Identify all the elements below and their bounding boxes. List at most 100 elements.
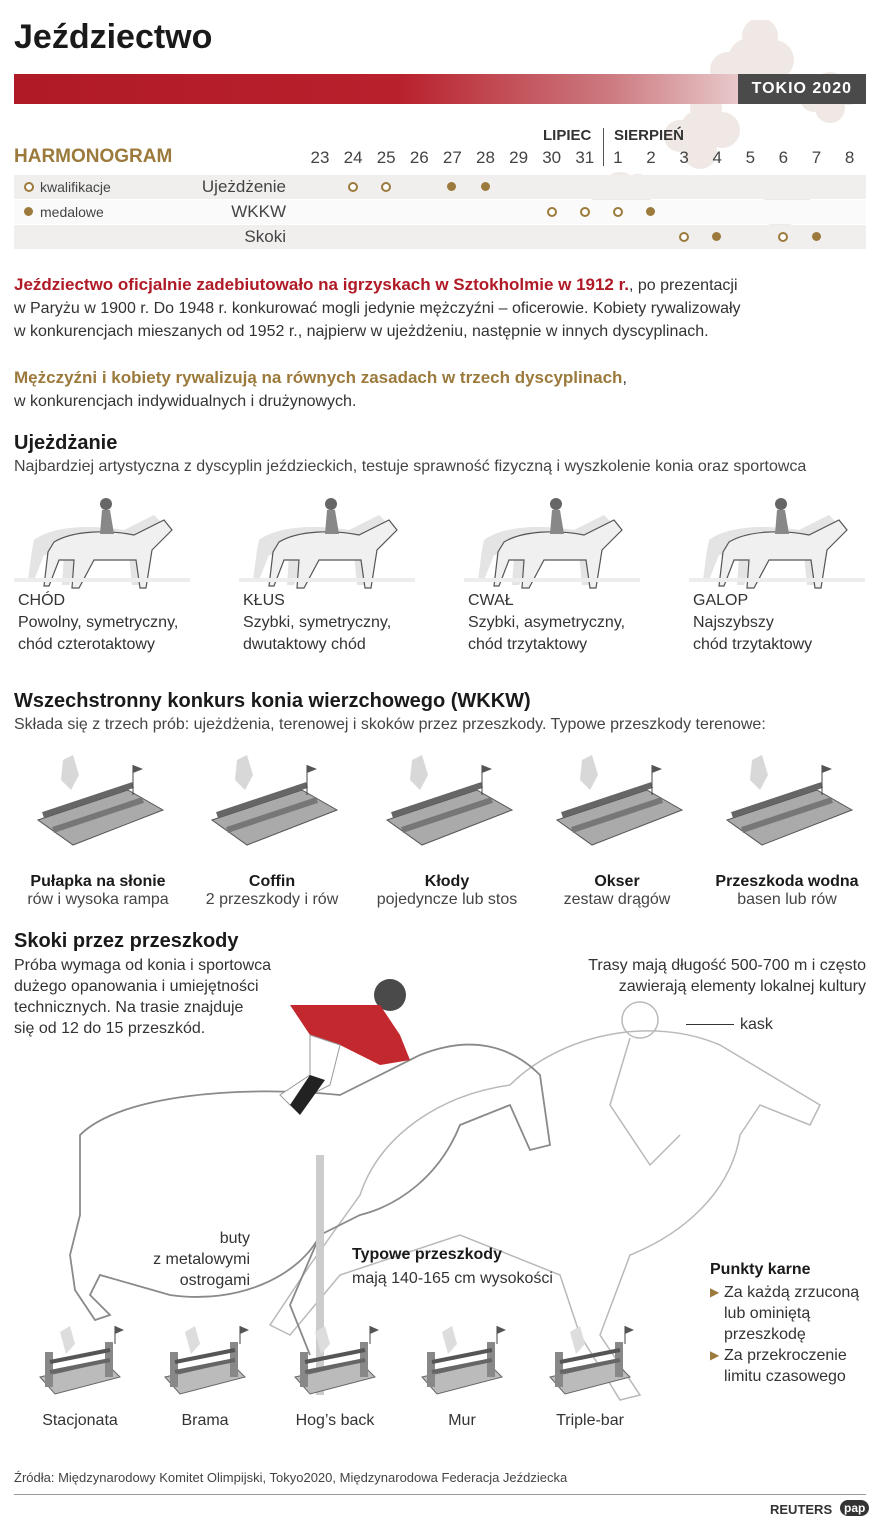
intro-text: w konkurencjach indywidualnych i drużyno… — [14, 393, 357, 410]
penalty-line: Za każdą zrzuconą — [724, 1284, 860, 1301]
qualification-marker — [579, 207, 590, 217]
intro-highlight: Jeździectwo oficjalnie zadebiutowało na … — [14, 275, 630, 294]
gait-name: CHÓD — [18, 592, 66, 609]
obstacle-icon — [385, 755, 514, 846]
gait-desc-line: Najszybszy — [693, 614, 774, 631]
horse-rider-icon — [253, 498, 398, 589]
legend-qualification: kwalifikacje — [40, 179, 111, 195]
obstacle-name: Przeszkoda wodna — [715, 873, 859, 890]
jumping-desc-line: technicznych. Na trasie znajduje — [14, 999, 244, 1016]
jumping-description: Próba wymaga od konia i sportowca dużego… — [14, 955, 271, 1039]
obstacle-name: Okser — [594, 873, 640, 890]
pap-logo: pap — [840, 1500, 870, 1516]
fence-icon — [39, 1326, 124, 1395]
schedule-day: 4 — [712, 148, 722, 167]
jumping-desc-line: się od 12 do 15 przeszkód. — [14, 1020, 206, 1037]
fence-item: Stacjonata — [20, 1322, 140, 1430]
fence-item: Triple-bar — [530, 1322, 650, 1430]
fence-icon — [164, 1326, 249, 1395]
header-banner — [14, 74, 866, 104]
ground-line — [239, 578, 415, 582]
intro-highlight: Mężczyźni i kobiety rywalizują na równyc… — [14, 368, 623, 387]
qualification-marker — [679, 232, 690, 242]
obstacle-name: Coffin — [248, 873, 296, 890]
gait-desc-line: Szybki, symetryczny, — [243, 614, 392, 631]
gait-desc-line: Powolny, symetryczny, — [18, 614, 179, 631]
jumping-horses-illustration — [69, 979, 821, 1401]
gait-description: KŁUS Szybki, symetryczny, dwutaktowy chód — [243, 590, 453, 656]
helmet-pointer — [686, 1024, 734, 1025]
eventing-subtitle: Składa się z trzech prób: ujeżdżenia, te… — [14, 716, 766, 733]
schedule-day: 30 — [542, 148, 562, 167]
medal-marker — [447, 182, 457, 191]
qualification-marker — [778, 232, 789, 242]
penalty-title: Punkty karne — [710, 1261, 811, 1278]
schedule-day: 26 — [409, 148, 429, 167]
schedule-heading: HARMONOGRAM — [14, 146, 173, 167]
schedule-day: 27 — [442, 148, 462, 167]
ground-line — [689, 578, 865, 582]
qualification-marker — [546, 207, 557, 217]
medal-marker — [646, 207, 655, 216]
discipline-eventing: WKKW — [231, 202, 286, 221]
fence-item: Hog’s back — [275, 1322, 395, 1430]
typical-obstacles-title: Typowe przeszkody — [352, 1246, 502, 1263]
schedule-day: 1 — [613, 148, 623, 167]
schedule-day: 2 — [646, 148, 656, 167]
obstacle-icon — [725, 755, 854, 846]
qualification-marker — [612, 207, 623, 217]
dressage-subtitle: Najbardziej artystyczna z dyscyplin jeźd… — [14, 458, 807, 475]
horse-rider-icon — [703, 498, 848, 589]
obstacle-description: basen lub rów — [737, 891, 837, 908]
ground-line — [464, 578, 640, 582]
gait-name: KŁUS — [243, 592, 285, 609]
obstacle-icon — [210, 755, 339, 846]
gait-desc-line: dwutaktowy chód — [243, 636, 366, 653]
month-july: LIPIEC — [543, 127, 592, 144]
intro-paragraph-2: Mężczyźni i kobiety rywalizują na równyc… — [14, 366, 866, 413]
gait-name: GALOP — [693, 592, 749, 609]
medal-marker — [480, 182, 490, 191]
boots-label-line: z metalowymi — [153, 1251, 250, 1268]
intro-text: , — [622, 370, 627, 387]
intro-text: , po prezentacji — [629, 277, 738, 294]
schedule-day: 24 — [343, 148, 363, 167]
obstacle-description: zestaw drągów — [563, 891, 671, 908]
schedule-day: 29 — [509, 148, 529, 167]
ground-line — [14, 578, 190, 582]
jumping-desc-line: Próba wymaga od konia i sportowca — [14, 957, 272, 974]
schedule-day: 25 — [376, 148, 396, 167]
fence-item: Mur — [402, 1322, 522, 1430]
qualification-marker — [348, 182, 359, 192]
helmet-label: kask — [740, 1016, 773, 1033]
schedule-day: 6 — [778, 148, 789, 167]
eventing-heading: Wszechstronny konkurs konia wierzchowego… — [14, 690, 531, 712]
fence-name: Brama — [181, 1412, 229, 1429]
qualification-legend-icon — [24, 182, 34, 192]
fence-name: Triple-bar — [556, 1412, 624, 1429]
medal-marker — [811, 232, 821, 241]
typical-obstacles-desc: mają 140-165 cm wysokości — [352, 1270, 553, 1287]
discipline-dressage: Ujeżdżenie — [201, 177, 286, 196]
gait-desc-line: Szybki, asymetryczny, — [468, 614, 626, 631]
source-note: Źródła: Międzynarodowy Komitet Olimpijsk… — [14, 1470, 568, 1485]
schedule-day: 31 — [575, 148, 595, 167]
triangle-bullet-icon: ▶ — [710, 1348, 720, 1362]
schedule-row — [14, 225, 866, 249]
gait-desc-line: chód trzytaktowy — [468, 636, 588, 653]
boots-label: buty z metalowymi ostrogami — [120, 1228, 250, 1291]
schedule-day: 7 — [811, 148, 822, 167]
